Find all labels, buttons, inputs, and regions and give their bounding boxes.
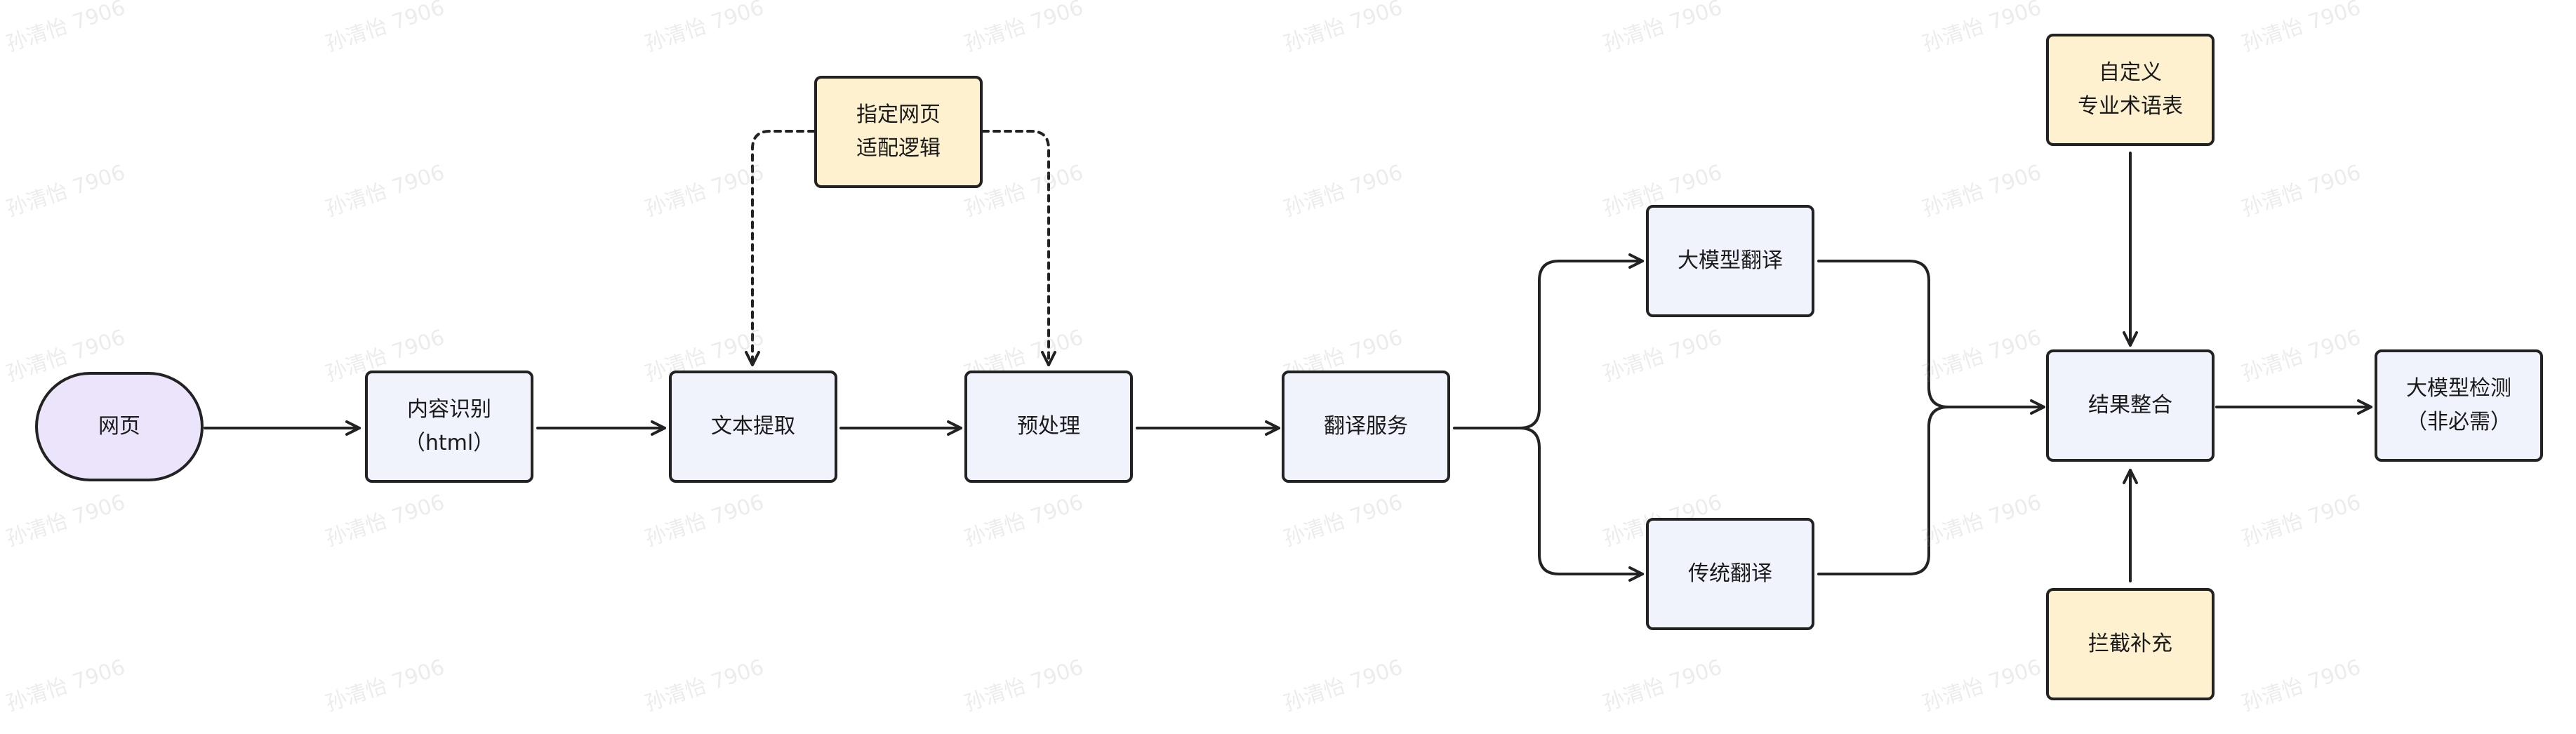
- node-preprocessing-label: 预处理: [1017, 414, 1080, 439]
- node-preprocessing[interactable]: 预处理: [964, 371, 1133, 483]
- node-intercept-supplement[interactable]: 拦截补充: [2046, 588, 2215, 700]
- node-result-merge[interactable]: 结果整合: [2046, 349, 2215, 462]
- node-custom-glossary[interactable]: 自定义 专业术语表: [2046, 34, 2215, 146]
- node-custom-glossary-label: 自定义 专业术语表: [2078, 60, 2183, 119]
- node-result-merge-label: 结果整合: [2088, 393, 2172, 418]
- node-text-extraction-label: 文本提取: [711, 414, 795, 439]
- node-llm-check[interactable]: 大模型检测 （非必需）: [2375, 349, 2543, 462]
- edge-llm-translation-to-result-merge: [1817, 260, 2045, 415]
- node-webpage-label: 网页: [98, 414, 140, 439]
- node-translation-service-label: 翻译服务: [1324, 414, 1408, 439]
- edge-translation-service-to-llm-translation: [1453, 253, 1644, 429]
- node-content-recognition[interactable]: 内容识别 （html）: [365, 371, 533, 483]
- node-content-recognition-label: 内容识别 （html）: [404, 397, 495, 455]
- node-traditional-translation-label: 传统翻译: [1688, 561, 1772, 586]
- node-webpage[interactable]: 网页: [35, 372, 204, 481]
- edge-page-adapt-to-text-extraction: [745, 130, 816, 366]
- node-text-extraction[interactable]: 文本提取: [669, 371, 837, 483]
- node-llm-translation-label: 大模型翻译: [1678, 248, 1783, 273]
- node-intercept-supplement-label: 拦截补充: [2088, 632, 2172, 656]
- node-translation-service[interactable]: 翻译服务: [1282, 371, 1450, 483]
- edge-page-adapt-to-preprocessing: [981, 130, 1056, 366]
- edge-traditional-translation-to-result-merge: [1817, 406, 1950, 575]
- node-page-adapt-logic[interactable]: 指定网页 适配逻辑: [814, 76, 983, 188]
- node-llm-translation[interactable]: 大模型翻译: [1646, 205, 1814, 317]
- edge-translation-service-to-traditional-translation: [1518, 427, 1644, 582]
- node-llm-check-label: 大模型检测 （非必需）: [2406, 376, 2511, 434]
- node-page-adapt-logic-label: 指定网页 适配逻辑: [856, 102, 941, 161]
- node-traditional-translation[interactable]: 传统翻译: [1646, 518, 1814, 630]
